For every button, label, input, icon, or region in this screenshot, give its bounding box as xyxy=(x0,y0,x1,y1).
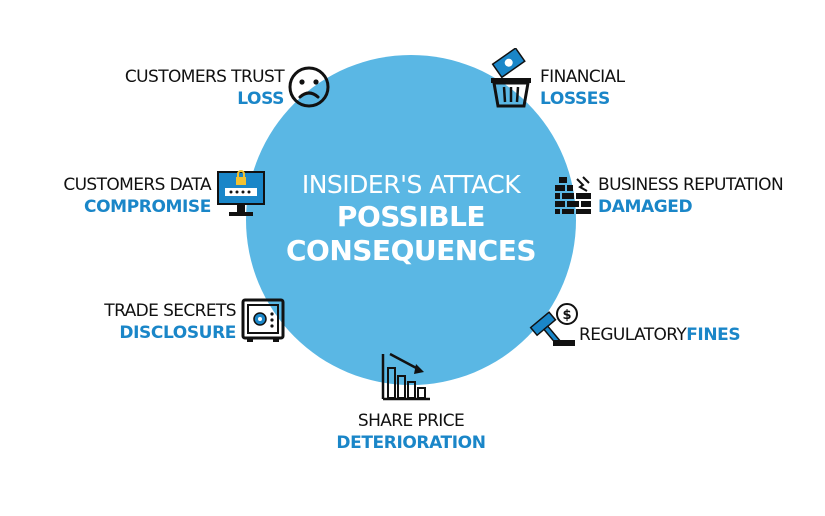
title-line-2: POSSIBLE xyxy=(336,200,486,233)
label-share-price-deterioration: SHARE PRICE DETERIORATION xyxy=(336,411,486,453)
diagram-title: INSIDER'S ATTACK POSSIBLE CONSEQUENCES xyxy=(246,170,576,268)
declining-chart-icon xyxy=(381,352,430,401)
title-line-3: CONSEQUENCES xyxy=(285,234,537,267)
label-regulatory-fines: REGULATORYFINES xyxy=(579,325,741,345)
label-financial-losses: FINANCIAL LOSSES xyxy=(540,67,625,109)
label-trade-secrets-disclosure: TRADE SECRETS DISCLOSURE xyxy=(104,301,236,343)
gavel-fine-icon: $ xyxy=(529,303,578,346)
money-basket-icon xyxy=(491,48,531,108)
title-line-1: INSIDER'S ATTACK xyxy=(301,170,521,199)
safe-icon xyxy=(241,298,285,342)
central-circle xyxy=(246,55,576,385)
label-customers-trust-loss: CUSTOMERS TRUST LOSS xyxy=(124,67,285,109)
locked-monitor-icon xyxy=(217,170,265,216)
svg-text:$: $ xyxy=(562,308,571,323)
sad-face-icon xyxy=(288,66,330,108)
broken-wall-icon xyxy=(555,176,591,214)
label-business-reputation-damaged: BUSINESS REPUTATION DAMAGED xyxy=(598,175,784,217)
label-customers-data-compromise: CUSTOMERS DATA COMPROMISE xyxy=(63,175,211,217)
